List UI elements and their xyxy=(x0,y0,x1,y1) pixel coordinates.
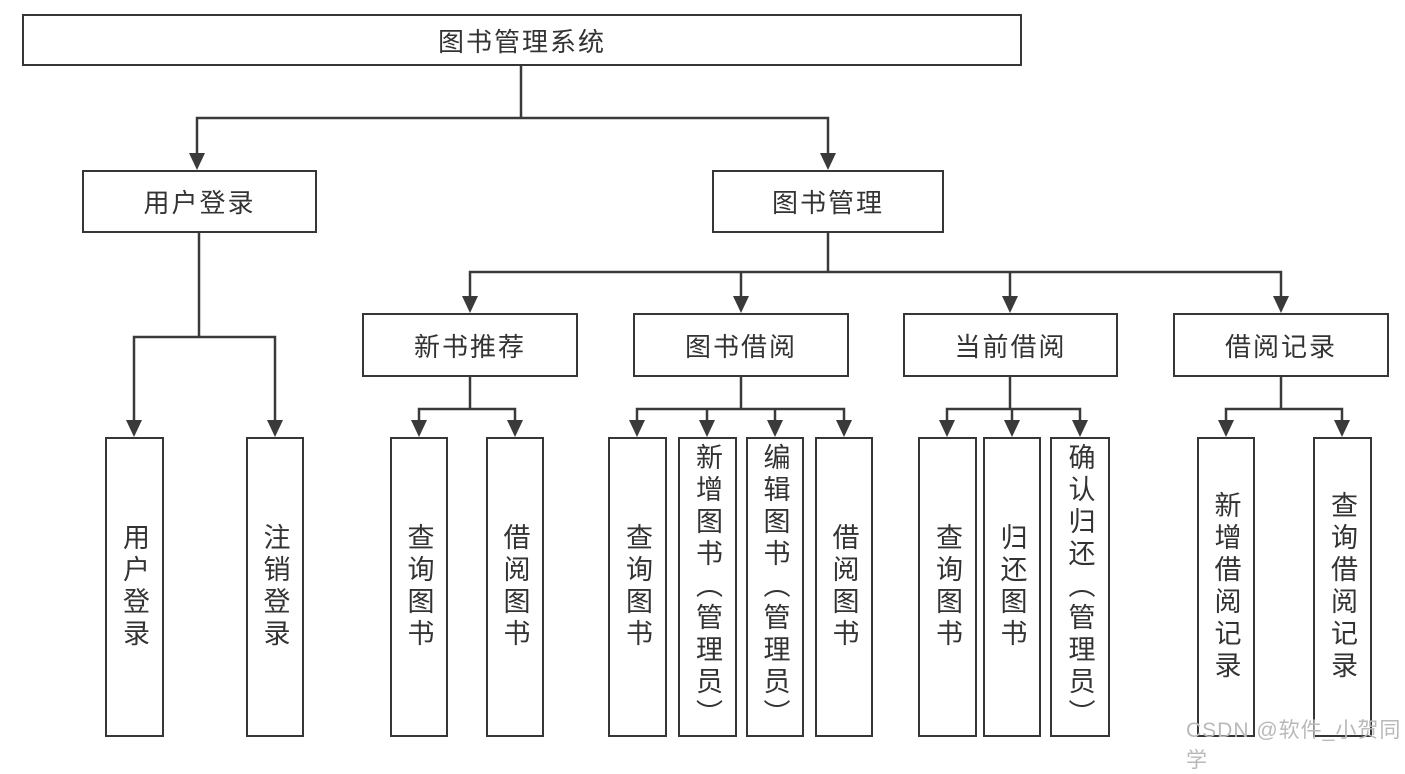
leaf-br-add-record: 新增借阅记录 xyxy=(1197,437,1255,737)
leaf-cb-query-book: 查询图书 xyxy=(918,437,977,737)
arrowhead-icon xyxy=(939,420,955,437)
node-current-borrow: 当前借阅 xyxy=(903,313,1118,377)
arrowhead-icon xyxy=(507,420,523,437)
connector-new-book-rec-children xyxy=(411,375,523,437)
leaf-bb-query-book: 查询图书 xyxy=(608,437,667,737)
connector-lines xyxy=(126,64,1350,437)
node-book-borrow: 图书借阅 xyxy=(633,313,849,377)
connector-current-borrow-children xyxy=(939,375,1088,437)
connector-user-login-children xyxy=(126,231,283,437)
node-borrow-record: 借阅记录 xyxy=(1173,313,1389,377)
leaf-logout: 注销登录 xyxy=(246,437,304,737)
arrowhead-icon xyxy=(836,420,852,437)
arrowhead-icon xyxy=(189,153,205,170)
arrowhead-icon xyxy=(126,420,142,437)
leaf-cb-return-book: 归还图书 xyxy=(983,437,1041,737)
arrowhead-icon xyxy=(699,420,715,437)
arrowhead-icon xyxy=(1004,420,1020,437)
connector-root-to-level2 xyxy=(189,64,836,170)
connector-book-borrow-children xyxy=(629,375,852,437)
arrowhead-icon xyxy=(411,420,427,437)
node-user-login: 用户登录 xyxy=(82,170,317,233)
leaf-cb-confirm-return-admin: 确认归还（管理员） xyxy=(1050,437,1110,737)
arrowhead-icon xyxy=(1218,420,1234,437)
leaf-br-query-record: 查询借阅记录 xyxy=(1313,437,1372,737)
diagram-canvas: 图书管理系统 用户登录 图书管理 新书推荐 图书借阅 当前借阅 借阅记录 用户登… xyxy=(22,14,1401,772)
arrowhead-icon xyxy=(629,420,645,437)
arrowhead-icon xyxy=(267,420,283,437)
arrowhead-icon xyxy=(820,153,836,170)
node-book-mgmt: 图书管理 xyxy=(712,170,944,233)
arrowhead-icon xyxy=(1002,296,1018,313)
arrowhead-icon xyxy=(462,296,478,313)
leaf-bb-add-book-admin: 新增图书（管理员） xyxy=(678,437,737,737)
connector-book-mgmt-children xyxy=(462,231,1289,313)
arrowhead-icon xyxy=(767,420,783,437)
leaf-nbr-query-book: 查询图书 xyxy=(390,437,448,737)
arrowhead-icon xyxy=(733,296,749,313)
leaf-nbr-borrow-book: 借阅图书 xyxy=(486,437,544,737)
watermark: CSDN @软件_小贺同学 xyxy=(1186,719,1402,772)
arrowhead-icon xyxy=(1273,296,1289,313)
arrowhead-icon xyxy=(1072,420,1088,437)
node-new-book-rec: 新书推荐 xyxy=(362,313,578,377)
connector-borrow-record-children xyxy=(1218,375,1350,437)
arrowhead-icon xyxy=(1334,420,1350,437)
leaf-bb-edit-book-admin: 编辑图书（管理员） xyxy=(746,437,804,737)
leaf-user-login: 用户登录 xyxy=(105,437,164,737)
leaf-bb-borrow-book: 借阅图书 xyxy=(815,437,873,737)
node-root: 图书管理系统 xyxy=(22,14,1022,66)
